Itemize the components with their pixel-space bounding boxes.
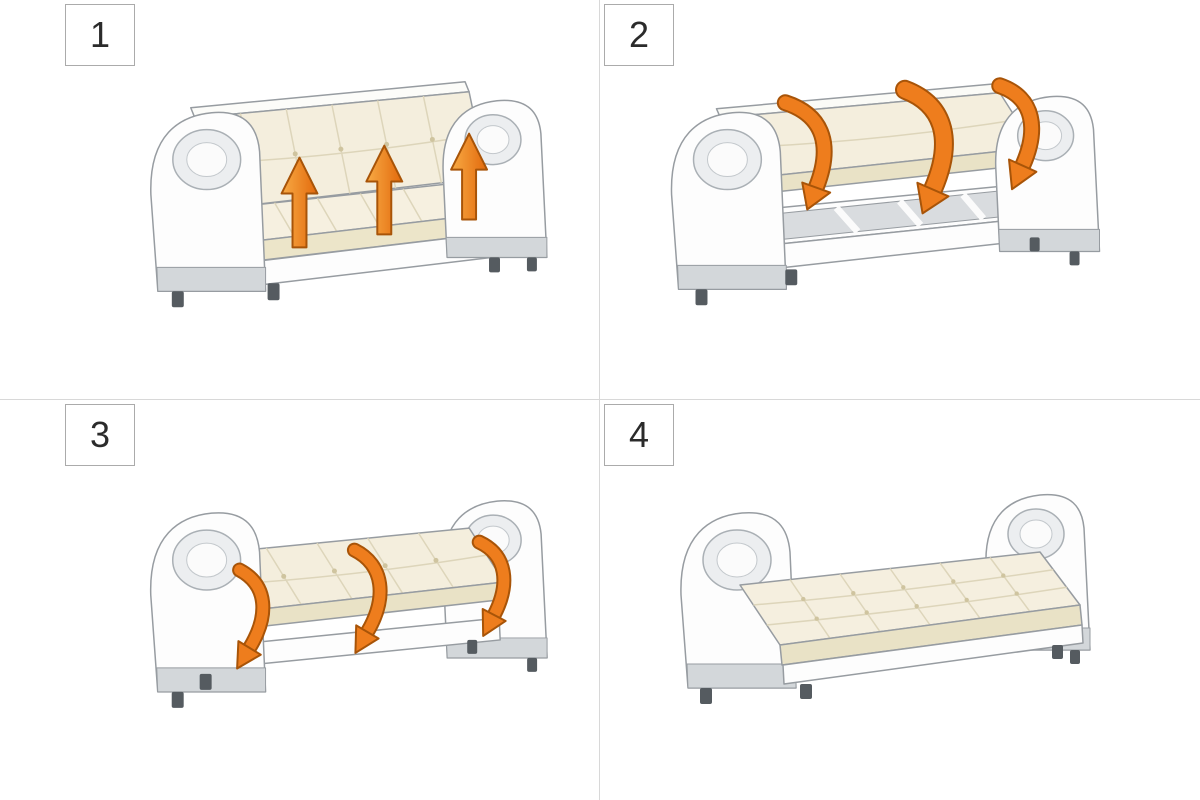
left-armrest xyxy=(670,111,788,291)
sofa-unfolding xyxy=(149,500,548,708)
base-front xyxy=(782,624,1084,685)
step-panel-1: 1 xyxy=(0,0,600,400)
step-4-illustration xyxy=(680,493,1091,704)
sofa-closed xyxy=(150,81,548,308)
curved-down-arrow-icon xyxy=(895,79,954,215)
sofa-flat-bed xyxy=(680,493,1091,704)
up-arrow-icon xyxy=(365,144,404,236)
up-arrow-icon xyxy=(280,156,319,249)
left-armrest xyxy=(150,111,267,293)
arm-trim xyxy=(677,264,787,290)
curved-down-arrow-icon xyxy=(232,562,271,670)
step-2-illustration xyxy=(670,77,1101,306)
sofa-feet xyxy=(695,237,1080,306)
right-armrest xyxy=(442,99,548,259)
step-number: 2 xyxy=(628,14,650,55)
curved-down-arrow-icons xyxy=(776,77,1041,215)
tuft-seams-vertical xyxy=(789,557,1031,639)
step-number: 3 xyxy=(89,414,111,455)
step-panel-3: 3 xyxy=(0,400,600,800)
arm-scroll-inner xyxy=(716,542,758,578)
right-armrest xyxy=(995,95,1101,253)
sofa-feet xyxy=(700,645,1080,704)
step-number: 4 xyxy=(628,414,650,455)
curved-down-arrow-icons xyxy=(232,534,512,670)
arm-trim xyxy=(445,236,548,258)
curved-down-arrow-icon xyxy=(471,534,512,637)
arm-scroll-inner xyxy=(476,125,510,155)
sofa-backrest-folding xyxy=(670,77,1101,306)
sofa-feet xyxy=(171,257,537,308)
arm-scroll-inner xyxy=(1019,519,1053,549)
arm-scroll-inner xyxy=(186,142,228,178)
curved-down-arrow-icon xyxy=(991,77,1041,191)
step-number-badge-4: 4 xyxy=(604,404,674,466)
step-number-badge-2: 2 xyxy=(604,4,674,66)
seat-seams xyxy=(273,183,466,237)
step-1-illustration xyxy=(150,81,548,308)
tuft-buttons xyxy=(801,573,1019,621)
flat-mattress xyxy=(739,551,1084,685)
frame-slats xyxy=(833,192,987,234)
arm-scroll-inner xyxy=(186,542,228,578)
left-armrest xyxy=(680,512,797,689)
left-armrest xyxy=(149,512,267,693)
step-3-illustration xyxy=(149,500,548,708)
curved-down-arrow-icon xyxy=(346,542,388,654)
arm-scroll-inner xyxy=(706,142,748,178)
up-arrow-icon xyxy=(450,132,489,221)
arm-trim xyxy=(156,266,267,292)
step-number: 1 xyxy=(89,14,111,55)
step-number-badge-3: 3 xyxy=(65,404,135,466)
step-number-badge-1: 1 xyxy=(65,4,135,66)
step-panel-4: 4 xyxy=(600,400,1200,800)
step-panel-2: 2 xyxy=(600,0,1200,400)
up-arrow-icons xyxy=(280,132,489,249)
curved-down-arrow-icon xyxy=(776,94,833,211)
tuft-seams-horizontal xyxy=(753,568,1067,626)
sofa-feet xyxy=(171,639,538,708)
arm-trim xyxy=(686,663,797,689)
arm-trim xyxy=(998,228,1100,252)
